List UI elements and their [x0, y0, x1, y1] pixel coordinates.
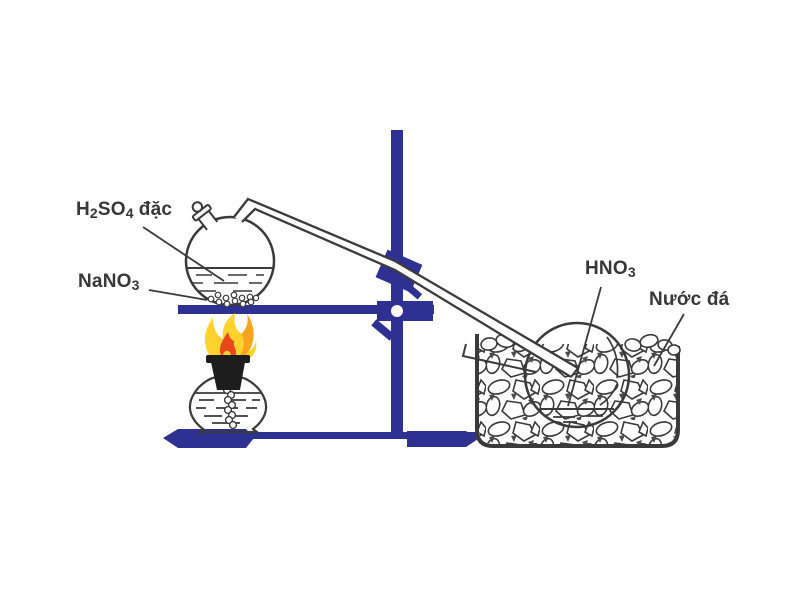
reaction-flask	[184, 201, 276, 308]
h2so4-leader	[142, 226, 225, 282]
nano3-leader	[148, 289, 208, 301]
collection-flask	[461, 321, 631, 429]
nuoc-da-text: Nước đá	[649, 289, 730, 310]
spirit-lamp	[188, 313, 268, 434]
hno3-sub: 3	[627, 264, 636, 280]
boss-bolt	[391, 305, 403, 317]
clamp-screw-handle	[371, 319, 395, 341]
delivery-tube	[233, 197, 579, 378]
hno3-label: HNO3	[585, 258, 636, 283]
h2so4-sub4: 4	[125, 205, 134, 221]
nano3-solid	[207, 291, 260, 308]
flask-neck-lip	[461, 343, 537, 373]
flame	[204, 313, 257, 361]
leader-lines	[142, 226, 685, 407]
stand-left-foot	[163, 429, 254, 448]
nano3-text: NaNO	[78, 271, 132, 292]
h2so4-text: H	[76, 199, 90, 220]
hno3-leader	[567, 286, 602, 407]
clamp-screw-handle	[403, 282, 423, 300]
nano3-label: NaNO3	[78, 271, 140, 296]
h2so4-sub2: 2	[89, 205, 98, 221]
tube-end	[570, 367, 579, 378]
flask-support-arm	[178, 305, 434, 314]
nano3-sub: 3	[131, 277, 140, 293]
ice-basin	[475, 333, 681, 448]
basin-wall	[475, 334, 680, 448]
stand-base-bar	[176, 432, 476, 439]
hno3-liquid	[540, 408, 614, 423]
hno3-text: HNO	[585, 258, 628, 279]
nuoc-da-leader	[653, 313, 685, 367]
ice-fill	[479, 344, 676, 444]
lamp-collar	[206, 355, 250, 363]
stand-right-foot	[407, 431, 478, 447]
flask-stopper	[191, 201, 219, 231]
h2so4-text-mid: SO	[97, 199, 126, 220]
acid-liquid	[187, 267, 273, 292]
h2so4-suffix: đặc	[138, 199, 173, 220]
flask-highlight	[599, 336, 619, 406]
nuoc-da-label: Nước đá	[649, 289, 729, 311]
